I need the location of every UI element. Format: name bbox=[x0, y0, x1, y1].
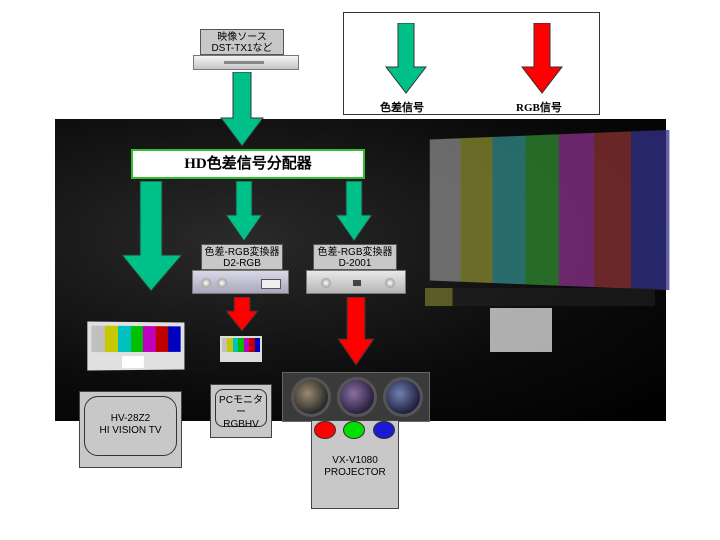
source-device bbox=[193, 55, 299, 70]
legend: 色差信号 RGB信号 bbox=[343, 12, 600, 115]
projector-lens-panel bbox=[282, 372, 430, 422]
pc-monitor-label: PCモニター RGBHV bbox=[210, 384, 272, 438]
projector-line1: VX-V1080 bbox=[332, 455, 378, 466]
projector-lens-green bbox=[337, 377, 377, 417]
arrow-source-to-splitter bbox=[220, 72, 264, 147]
converter-right-line2: D-2001 bbox=[338, 258, 372, 269]
projector-dot-blue bbox=[373, 421, 395, 439]
converter-left-label: 色差-RGB変換器 D2-RGB bbox=[201, 244, 283, 270]
projector-dot-green bbox=[343, 421, 365, 439]
projector-lens-blue bbox=[383, 377, 423, 417]
tv-line1: HV-28Z2 bbox=[110, 413, 151, 424]
projector-dot-red bbox=[314, 421, 336, 439]
projector-line2: PROJECTOR bbox=[324, 467, 386, 478]
arrow-splitter-to-converter-right bbox=[335, 181, 373, 242]
arrow-splitter-to-tv bbox=[120, 181, 184, 292]
arrow-converter-left-to-pc bbox=[224, 297, 260, 332]
source-line1: 映像ソース bbox=[217, 32, 267, 43]
pc-monitor-line1: PCモニター bbox=[219, 395, 263, 418]
tv-line2: HI VISION TV bbox=[99, 425, 162, 436]
converter-left-line1: 色差-RGB変換器 bbox=[204, 247, 280, 258]
legend-component-arrow bbox=[384, 23, 428, 94]
converter-right-line1: 色差-RGB変換器 bbox=[317, 247, 393, 258]
projector-lens-red bbox=[291, 377, 331, 417]
tv-screen bbox=[87, 321, 185, 371]
pc-monitor-screen bbox=[220, 336, 262, 362]
converter-left-line2: D2-RGB bbox=[223, 258, 261, 269]
converter-left-device bbox=[192, 270, 289, 294]
projected-white-patch bbox=[490, 308, 552, 352]
projected-color-bars bbox=[429, 129, 670, 291]
source-line2: DST-TX1など bbox=[211, 43, 273, 54]
converter-right-device bbox=[306, 270, 406, 294]
pc-monitor-line2: RGBHV bbox=[223, 419, 259, 430]
converter-right-label: 色差-RGB変換器 D-2001 bbox=[313, 244, 397, 270]
projected-lower-bars bbox=[425, 288, 655, 306]
arrow-splitter-to-converter-left bbox=[225, 181, 263, 242]
hd-splitter-label: HD色差信号分配器 bbox=[131, 149, 365, 179]
source-label: 映像ソース DST-TX1など bbox=[200, 29, 284, 55]
legend-rgb-arrow bbox=[520, 23, 564, 94]
legend-rgb-label: RGB信号 bbox=[516, 102, 562, 114]
tv-label: HV-28Z2 HI VISION TV bbox=[79, 391, 182, 468]
legend-component-label: 色差信号 bbox=[380, 102, 424, 114]
arrow-converter-right-to-projector bbox=[337, 297, 375, 366]
